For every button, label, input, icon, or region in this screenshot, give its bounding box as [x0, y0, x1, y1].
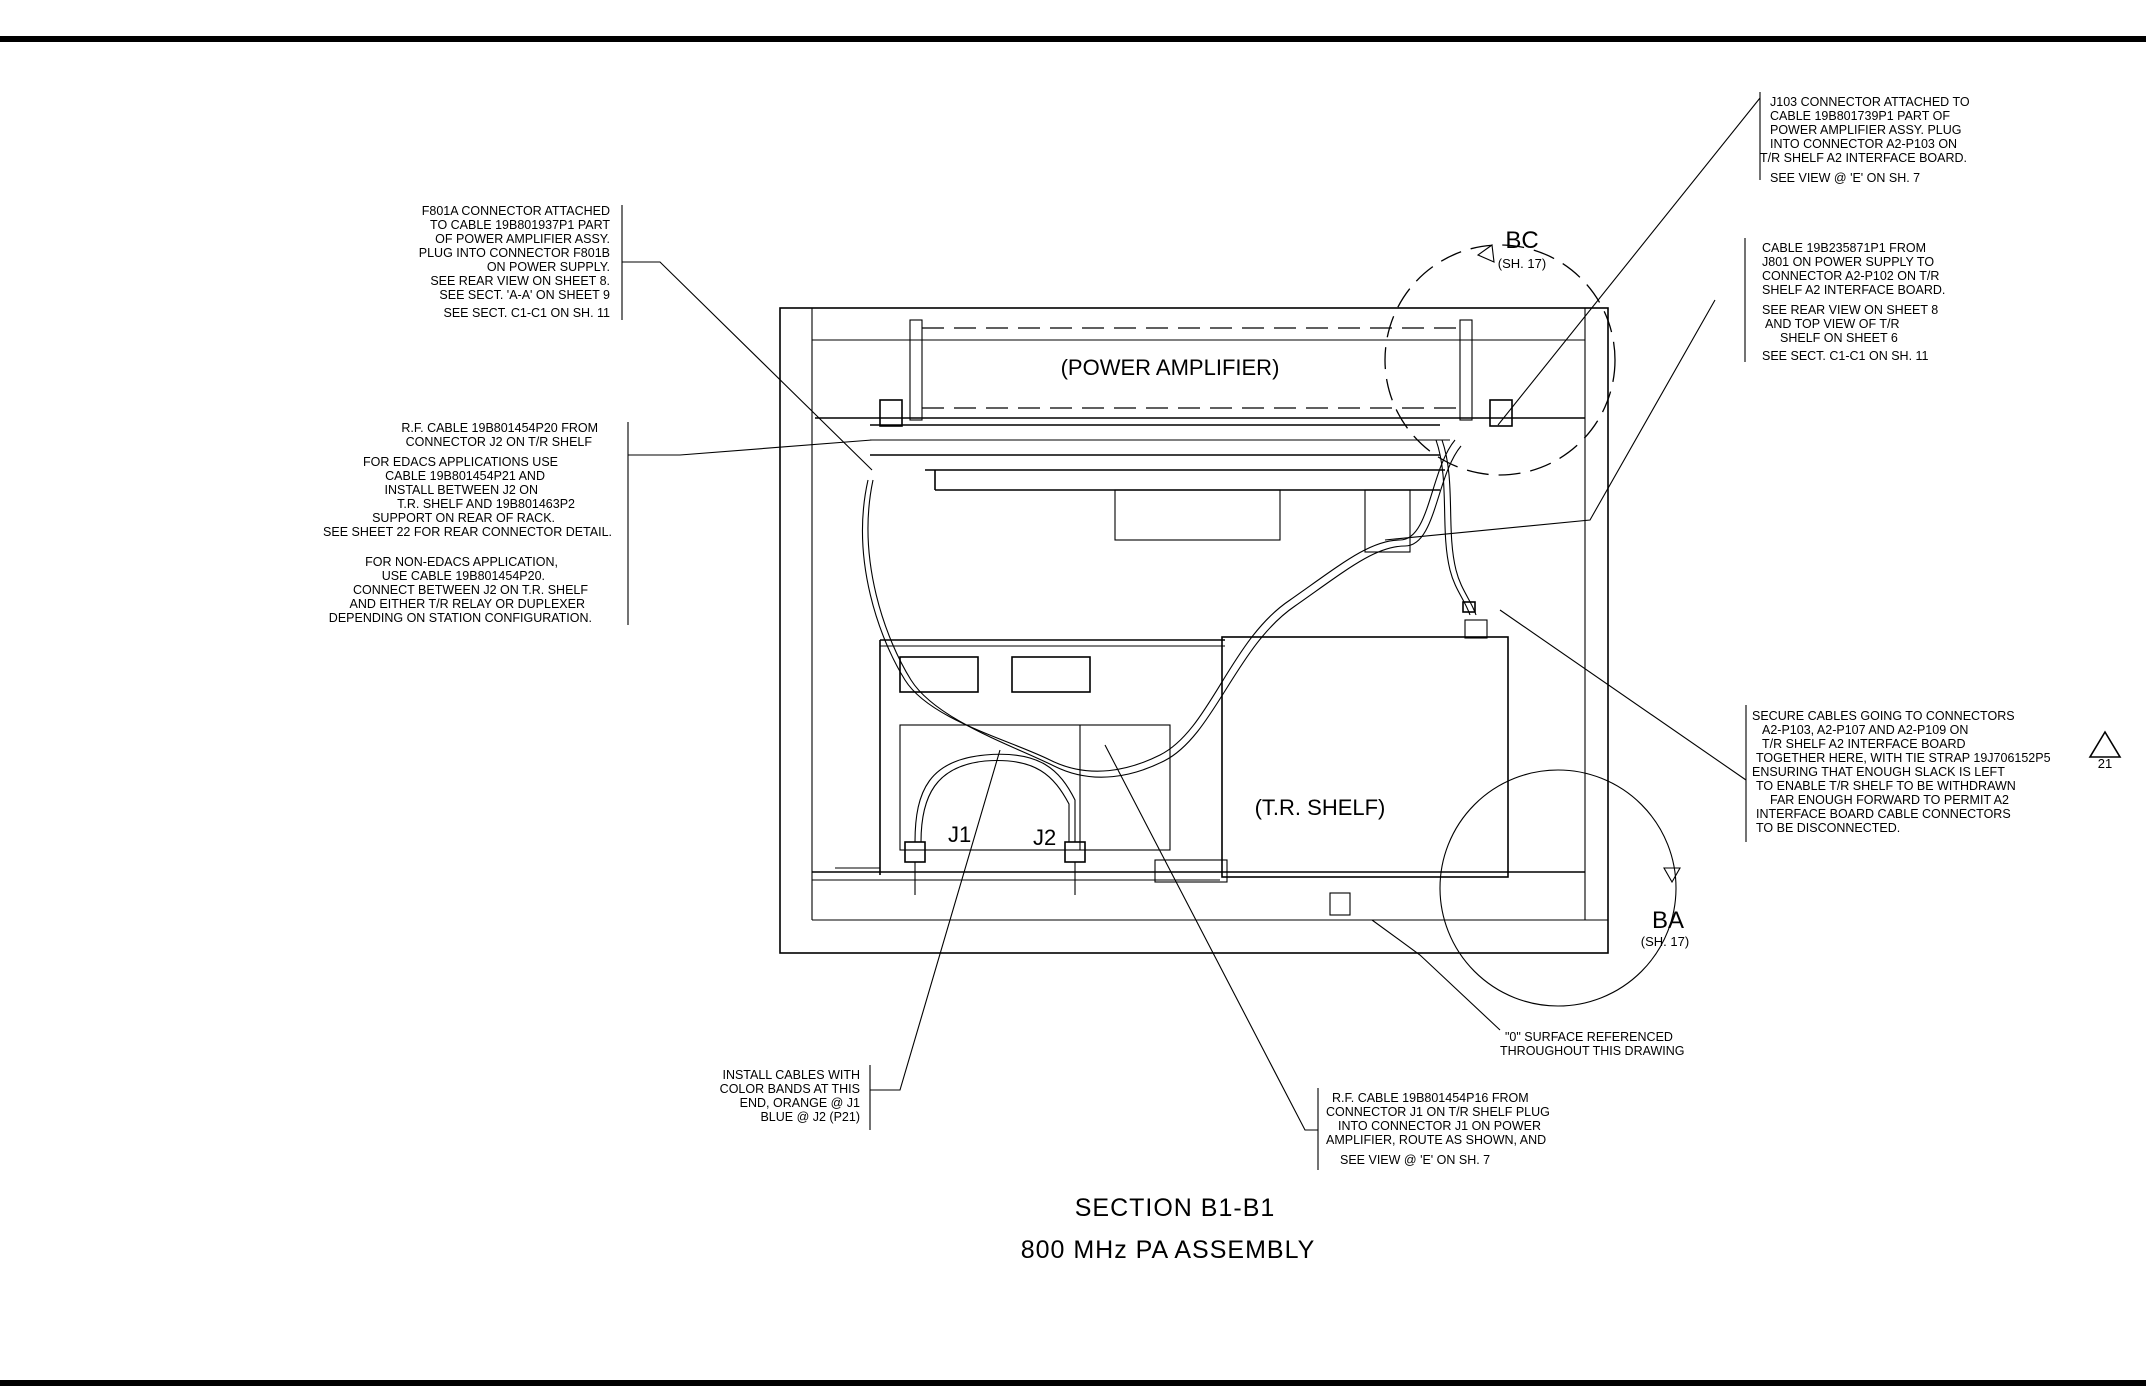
detail-bc-sheet: (SH. 17) [1498, 256, 1546, 271]
bottom-border-rule [0, 1380, 2146, 1386]
svg-text:CONNECT BETWEEN J2 ON T.R. SHE: CONNECT BETWEEN J2 ON T.R. SHELF [353, 583, 588, 597]
note-rf-cable-j2: R.F. CABLE 19B801454P20 FROM CONNECTOR J… [323, 421, 629, 625]
svg-text:SEE SECT. C1-C1 ON SH. 11: SEE SECT. C1-C1 ON SH. 11 [1762, 349, 1929, 363]
svg-text:"0" SURFACE REFERENCED: "0" SURFACE REFERENCED [1505, 1030, 1673, 1044]
svg-text:TO BE DISCONNECTED.: TO BE DISCONNECTED. [1756, 821, 1900, 835]
detail-ba-sheet: (SH. 17) [1641, 934, 1689, 949]
svg-text:SEE SHEET 22 FOR REAR CONNECTO: SEE SHEET 22 FOR REAR CONNECTOR DETAIL. [323, 525, 612, 539]
svg-text:USE CABLE 19B801454P20.: USE CABLE 19B801454P20. [382, 569, 545, 583]
svg-text:FOR NON-EDACS APPLICATION,: FOR NON-EDACS APPLICATION, [365, 555, 558, 569]
svg-text:CONNECTOR A2-P102 ON T/R: CONNECTOR A2-P102 ON T/R [1762, 269, 1939, 283]
svg-text:SEE VIEW @ 'E' ON SH. 7: SEE VIEW @ 'E' ON SH. 7 [1770, 171, 1920, 185]
section-caption: SECTION B1-B1 [1075, 1194, 1276, 1222]
svg-text:SEE SECT. C1-C1 ON SH. 11: SEE SECT. C1-C1 ON SH. 11 [444, 306, 611, 320]
svg-text:BLUE @ J2 (P21): BLUE @ J2 (P21) [760, 1110, 860, 1124]
revision-flag-icon: 21 [2088, 730, 2122, 771]
tr-shelf [812, 619, 1585, 916]
svg-text:CABLE 19B801454P21 AND: CABLE 19B801454P21 AND [385, 469, 545, 483]
cables [861, 439, 1477, 843]
svg-text:CONNECTOR J1 ON T/R SHELF PLUG: CONNECTOR J1 ON T/R SHELF PLUG [1326, 1105, 1550, 1119]
svg-text:END, ORANGE @ J1: END, ORANGE @ J1 [740, 1096, 860, 1110]
svg-text:CABLE 19B801739P1 PART OF: CABLE 19B801739P1 PART OF [1770, 109, 1950, 123]
tr-shelf-label: (T.R. SHELF) [1255, 795, 1386, 820]
svg-text:T/R SHELF A2 INTERFACE BOARD: T/R SHELF A2 INTERFACE BOARD [1762, 737, 1966, 751]
note-f801a-connector: F801A CONNECTOR ATTACHED TO CABLE 19B801… [419, 204, 623, 320]
svg-text:THROUGHOUT THIS DRAWING: THROUGHOUT THIS DRAWING [1500, 1044, 1685, 1058]
note-j103-connector: J103 CONNECTOR ATTACHED TO CABLE 19B8017… [1759, 92, 1970, 185]
svg-text:COLOR BANDS AT THIS: COLOR BANDS AT THIS [720, 1082, 860, 1096]
svg-text:SEE SECT. 'A-A' ON SHEET 9: SEE SECT. 'A-A' ON SHEET 9 [439, 288, 610, 302]
svg-text:TOGETHER HERE, WITH TIE STRAP: TOGETHER HERE, WITH TIE STRAP 19J706152P… [1756, 751, 2051, 765]
svg-text:J103 CONNECTOR ATTACHED TO: J103 CONNECTOR ATTACHED TO [1770, 95, 1970, 109]
svg-text:T.R. SHELF AND 19B801463P2: T.R. SHELF AND 19B801463P2 [397, 497, 575, 511]
svg-text:J801 ON POWER SUPPLY TO: J801 ON POWER SUPPLY TO [1762, 255, 1934, 269]
svg-text:AND TOP VIEW OF T/R: AND TOP VIEW OF T/R [1765, 317, 1900, 331]
svg-text:SHELF A2 INTERFACE BOARD.: SHELF A2 INTERFACE BOARD. [1762, 283, 1945, 297]
detail-ba-label: BA [1652, 907, 1684, 934]
leader-lines [622, 97, 1761, 1131]
note-cable-j801: CABLE 19B235871P1 FROM J801 ON POWER SUP… [1744, 238, 1945, 363]
svg-text:TO CABLE 19B801937P1 PART: TO CABLE 19B801937P1 PART [430, 218, 610, 232]
svg-text:F801A CONNECTOR ATTACHED: F801A CONNECTOR ATTACHED [422, 204, 610, 218]
svg-text:T/R SHELF A2 INTERFACE BOARD.: T/R SHELF A2 INTERFACE BOARD. [1760, 151, 1967, 165]
svg-text:21: 21 [2098, 756, 2112, 771]
svg-text:INSTALL CABLES WITH: INSTALL CABLES WITH [722, 1068, 860, 1082]
svg-text:INSTALL BETWEEN J2 ON: INSTALL BETWEEN J2 ON [384, 483, 538, 497]
top-border-rule [0, 36, 2146, 42]
svg-text:SEE REAR VIEW ON SHEET 8.: SEE REAR VIEW ON SHEET 8. [430, 274, 610, 288]
svg-text:AMPLIFIER, ROUTE AS SHOWN, AND: AMPLIFIER, ROUTE AS SHOWN, AND [1326, 1133, 1546, 1147]
assembly-title: 800 MHz PA ASSEMBLY [1021, 1236, 1316, 1264]
svg-text:CONNECTOR J2 ON T/R SHELF: CONNECTOR J2 ON T/R SHELF [406, 435, 593, 449]
svg-text:OF POWER AMPLIFIER ASSY.: OF POWER AMPLIFIER ASSY. [435, 232, 610, 246]
svg-text:SEE VIEW @ 'E' ON SH. 7: SEE VIEW @ 'E' ON SH. 7 [1340, 1153, 1490, 1167]
svg-text:SECURE CABLES GOING TO CONNECT: SECURE CABLES GOING TO CONNECTORS [1752, 709, 2015, 723]
svg-text:SHELF ON SHEET 6: SHELF ON SHEET 6 [1780, 331, 1898, 345]
svg-text:A2-P103, A2-P107 AND A2-P109 O: A2-P103, A2-P107 AND A2-P109 ON [1762, 723, 1968, 737]
svg-text:FAR ENOUGH FORWARD TO PERMIT A: FAR ENOUGH FORWARD TO PERMIT A2 [1770, 793, 2009, 807]
svg-text:INTERFACE BOARD CABLE CONNECTO: INTERFACE BOARD CABLE CONNECTORS [1756, 807, 2011, 821]
svg-text:SEE REAR VIEW ON SHEET 8: SEE REAR VIEW ON SHEET 8 [1762, 303, 1938, 317]
note-install-cables: INSTALL CABLES WITH COLOR BANDS AT THIS … [720, 1065, 871, 1130]
svg-text:FOR EDACS APPLICATIONS USE: FOR EDACS APPLICATIONS USE [363, 455, 558, 469]
note-rf-cable-j1: R.F. CABLE 19B801454P16 FROM CONNECTOR J… [1317, 1088, 1550, 1170]
svg-text:INTO CONNECTOR J1 ON POWER: INTO CONNECTOR J1 ON POWER [1338, 1119, 1541, 1133]
detail-circles [1384, 244, 1681, 1007]
svg-text:R.F. CABLE 19B801454P16 FROM: R.F. CABLE 19B801454P16 FROM [1332, 1091, 1529, 1105]
detail-bc-label: BC [1505, 227, 1538, 254]
svg-text:CABLE 19B235871P1 FROM: CABLE 19B235871P1 FROM [1762, 241, 1926, 255]
svg-text:POWER AMPLIFIER ASSY. PLUG: POWER AMPLIFIER ASSY. PLUG [1770, 123, 1962, 137]
cabinet-outline [779, 307, 1609, 954]
note-zero-surface: "0" SURFACE REFERENCED THROUGHOUT THIS D… [1500, 1030, 1685, 1058]
svg-text:SUPPORT ON REAR OF RACK.: SUPPORT ON REAR OF RACK. [372, 511, 555, 525]
power-amplifier-shelf [815, 319, 1585, 553]
svg-text:R.F. CABLE 19B801454P20 FROM: R.F. CABLE 19B801454P20 FROM [401, 421, 598, 435]
connector-j1-label: J1 [948, 822, 971, 847]
svg-text:PLUG INTO CONNECTOR F801B: PLUG INTO CONNECTOR F801B [419, 246, 610, 260]
svg-text:ON POWER SUPPLY.: ON POWER SUPPLY. [487, 260, 610, 274]
svg-text:ENSURING THAT ENOUGH SLACK IS: ENSURING THAT ENOUGH SLACK IS LEFT [1752, 765, 2005, 779]
svg-text:DEPENDING ON STATION CONFIGURA: DEPENDING ON STATION CONFIGURATION. [329, 611, 592, 625]
svg-text:AND EITHER T/R RELAY OR DUPLEX: AND EITHER T/R RELAY OR DUPLEXER [350, 597, 585, 611]
power-amplifier-label: (POWER AMPLIFIER) [1061, 355, 1280, 380]
svg-text:INTO CONNECTOR A2-P103 ON: INTO CONNECTOR A2-P103 ON [1770, 137, 1957, 151]
connector-j2-label: J2 [1033, 825, 1056, 850]
svg-text:TO ENABLE T/R SHELF TO BE WITH: TO ENABLE T/R SHELF TO BE WITHDRAWN [1756, 779, 2016, 793]
note-secure-cables: SECURE CABLES GOING TO CONNECTORS A2-P10… [1745, 705, 2051, 842]
